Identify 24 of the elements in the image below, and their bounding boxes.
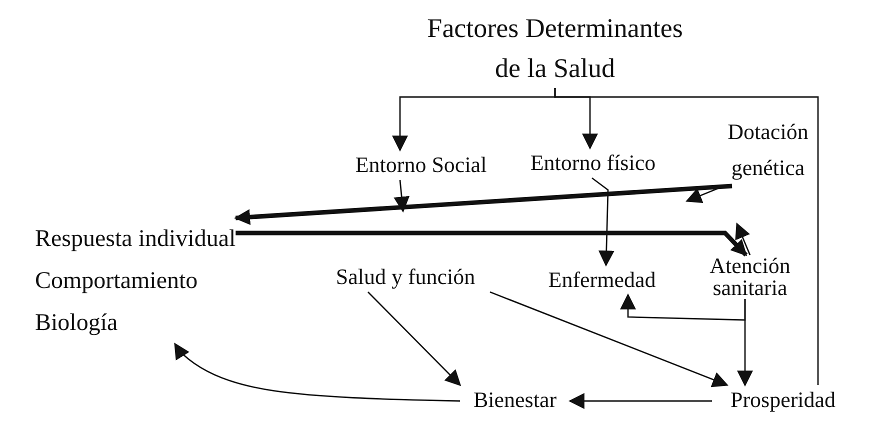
- arrow: [735, 222, 751, 256]
- arrow: [620, 293, 746, 321]
- factor-label: Enfermedad: [533, 265, 671, 295]
- arrow: [394, 180, 410, 213]
- factor-label: Comportamiento: [35, 267, 199, 296]
- connector-line: [554, 88, 819, 385]
- arrow: [592, 177, 614, 267]
- arrow: [737, 299, 753, 387]
- arrow: [368, 292, 462, 386]
- factor-label: Biología: [35, 309, 119, 338]
- factor-label: Dotación genética: [724, 114, 812, 186]
- factor-label: Respuesta individual: [35, 225, 236, 254]
- factor-label: Salud y función: [318, 262, 493, 292]
- arrow: [490, 291, 728, 388]
- arrow: [236, 230, 748, 257]
- factor-label: Prosperidad: [712, 385, 854, 415]
- arrow: [174, 342, 460, 402]
- factor-label: Entorno físico: [522, 148, 664, 178]
- arrow: [568, 393, 712, 409]
- factor-label: Entorno Social: [335, 150, 507, 180]
- factor-label: Atención sanitaria: [697, 255, 803, 299]
- arrow: [234, 184, 732, 226]
- heading-text: Factores Determinantes de la Salud: [415, 8, 695, 88]
- factor-label: Bienestar: [460, 385, 570, 415]
